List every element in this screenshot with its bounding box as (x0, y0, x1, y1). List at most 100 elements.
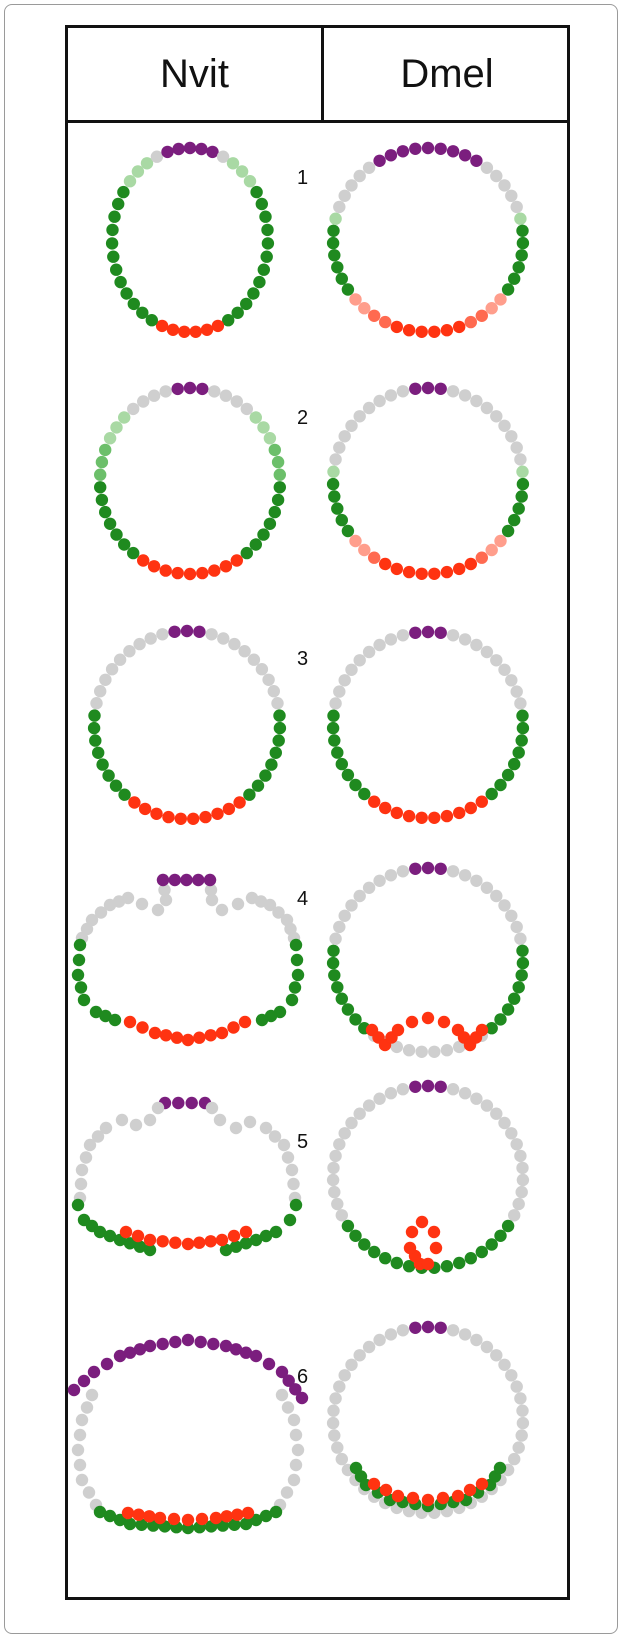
dmel-stage-5-cell (485, 1238, 498, 1251)
dmel-stage-4-cell-upper (329, 932, 342, 945)
nvit-stage-3-cell (251, 779, 265, 792)
nvit-stage-3-cell (162, 810, 175, 824)
dmel-stage-6-cell (333, 1380, 346, 1393)
nvit-stage-6-cell (143, 1339, 157, 1353)
dmel-stage-2-cell (379, 557, 392, 571)
nvit-stage-6-cell (121, 1506, 135, 1520)
nvit-stage-3-cell (94, 685, 107, 698)
dmel-stage-2-cell (421, 381, 435, 395)
nvit-stage-2-cell (159, 564, 172, 577)
dmel-stage-2-cell (475, 551, 488, 564)
dmel-stage-3-cell (516, 721, 530, 735)
dmel-stage-5-cell (490, 1107, 503, 1120)
dmel-stage-2-cell (515, 490, 528, 503)
dmel-stage-2-cell (494, 534, 507, 548)
nvit-stage-6-cell (195, 1512, 209, 1526)
nvit-stage-5-cell (156, 1235, 169, 1248)
dmel-stage-4-cell-upper (326, 956, 340, 970)
dmel-stage-2-cell (480, 401, 494, 415)
dmel-stage-2-cell (362, 401, 376, 415)
dmel-stage-6-cell (327, 1404, 340, 1417)
stage-label-5: 5 (297, 1131, 308, 1153)
dmel-stage-3-cell (409, 626, 422, 639)
dmel-stage-4-cell-upper (508, 992, 521, 1005)
dmel-stage-3-cell (515, 734, 528, 747)
nvit-stage-6-cell (231, 1508, 244, 1521)
dmel-stage-4-cell-upper (328, 969, 341, 982)
nvit-stage-2-cell (208, 564, 221, 577)
nvit-stage-2-cell (268, 443, 281, 457)
dmel-stage-5-cell (516, 1173, 530, 1187)
nvit-stage-4-cell (94, 906, 108, 919)
nvit-stage-5-cell (229, 1121, 243, 1135)
dmel-stage-1-cell (508, 272, 521, 285)
dmel-stage-5-cell (338, 1127, 351, 1140)
nvit-stage-3-cell (118, 788, 131, 801)
dmel-stage-4-cell-upper (440, 1044, 454, 1057)
dmel-stage-2-cell (516, 477, 530, 491)
nvit-stage-3-cell (271, 697, 284, 710)
nvit-stage-2-cell (249, 411, 262, 424)
nvit-stage-6-cell (113, 1349, 127, 1363)
nvit-stage-3-cell (273, 721, 287, 735)
nvit-stage-1-cell (117, 185, 130, 199)
dmel-stage-1-cell (326, 236, 340, 250)
dmel-stage-2-cell (396, 385, 410, 398)
nvit-stage-4-cell (263, 898, 277, 912)
nvit-stage-3-cell (156, 628, 169, 641)
dmel-stage-4-cell-upper (480, 881, 494, 894)
nvit-stage-1-cell (105, 237, 119, 250)
dmel-stage-6-cell (436, 1491, 450, 1505)
dmel-stage-2-cell (328, 490, 341, 503)
nvit-stage-6-cell (85, 1388, 99, 1402)
nvit-stage-5-cell (143, 1243, 157, 1257)
dmel-stage-6-cell (446, 1324, 460, 1337)
nvit-stage-1-cell (255, 197, 268, 211)
dmel-stage-6-cell (338, 1369, 351, 1382)
dmel-stage-3-cell (498, 663, 511, 676)
dmel-stage-1-cell (328, 249, 341, 262)
dmel-stage-6-cell (379, 1483, 393, 1497)
dmel-stage-2-cell (453, 562, 466, 576)
dmel-stage-1-cell (505, 189, 518, 202)
dmel-stage-3-cell (358, 787, 371, 801)
dmel-stage-5-cell (328, 1185, 341, 1199)
nvit-stage-4-cell (136, 1021, 149, 1034)
dmel-stage-6-cell (434, 1321, 447, 1335)
dmel-stage-2-cell (485, 543, 498, 557)
nvit-stage-4-cell (159, 1029, 173, 1042)
nvit-stage-5-cell (204, 1235, 217, 1248)
dmel-stage-1-cell (498, 179, 511, 192)
nvit-stage-2-cell (219, 389, 233, 402)
nvit-stage-3-cell (138, 802, 152, 816)
nvit-stage-1-cell (150, 150, 164, 163)
dmel-stage-5-cell (470, 1092, 483, 1105)
nvit-stage-3-cell (267, 685, 280, 698)
nvit-stage-5-cell (219, 1243, 233, 1257)
nvit-stage-5-cell (259, 1121, 273, 1135)
dmel-stage-4-cell-upper (515, 969, 528, 982)
dmel-stage-4-cell-upper (490, 889, 503, 903)
nvit-stage-6-cell (295, 1391, 309, 1405)
nvit-stage-2-cell (257, 421, 270, 434)
dmel-stage-4-cell-upper (338, 909, 351, 922)
nvit-stage-4-cell (285, 993, 299, 1007)
dmel-stage-5-cell (331, 1197, 344, 1211)
nvit-stage-5-cell (289, 1198, 303, 1212)
dmel-stage-5-cell (464, 1252, 477, 1265)
dmel-stage-5-cell (403, 1241, 417, 1255)
dmel-stage-1-cell (453, 320, 466, 334)
dmel-stage-3-cell (335, 757, 348, 771)
nvit-stage-5-cell (285, 1163, 299, 1177)
dmel-stage-2-cell (345, 419, 358, 432)
nvit-stage-4-cell (255, 1013, 269, 1027)
column-header-nvit: Nvit (160, 51, 229, 96)
dmel-stage-5-cell (429, 1241, 443, 1255)
dmel-stage-3-cell (446, 629, 460, 642)
nvit-stage-5-cell (115, 1113, 129, 1127)
dmel-stage-5-cell (475, 1245, 488, 1259)
nvit-stage-6-cell (100, 1357, 114, 1371)
nvit-stage-6-cell (75, 1413, 89, 1427)
nvit-stage-2-cell (249, 538, 262, 551)
